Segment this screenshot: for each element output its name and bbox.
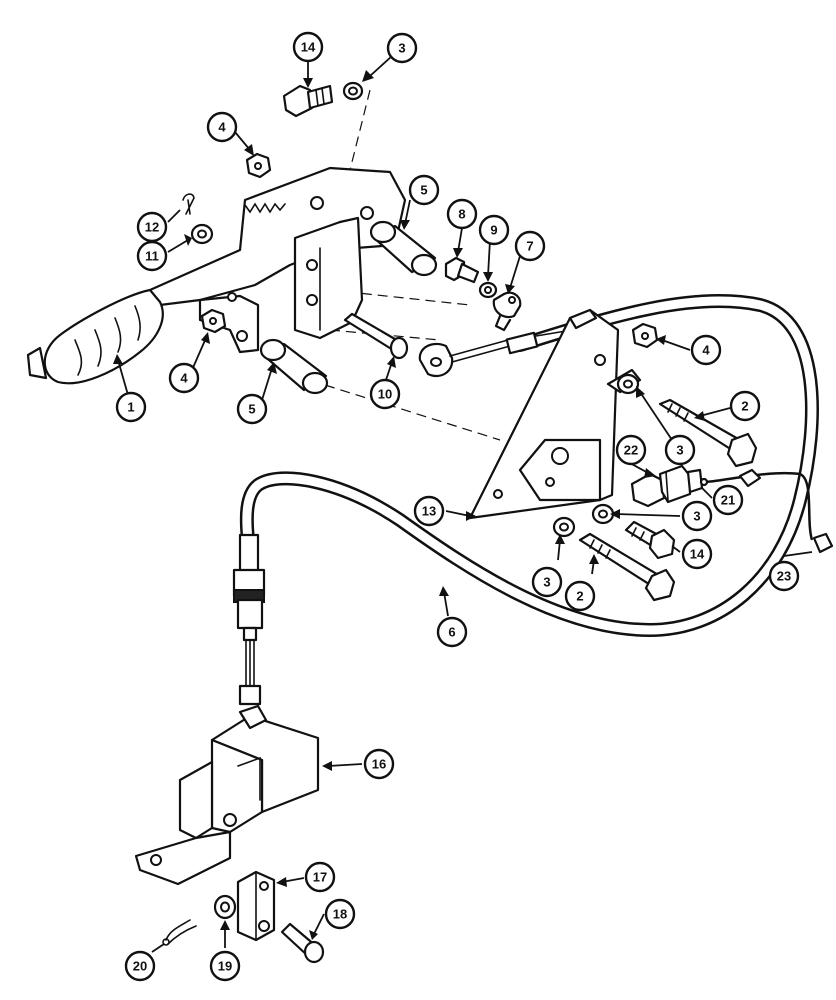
callout-1: 1	[115, 391, 147, 423]
callout-16: 16	[363, 748, 395, 780]
callout-18: 18	[324, 898, 356, 930]
svg-text:17: 17	[313, 870, 327, 885]
callout-2-upper: 2	[729, 390, 761, 422]
svg-text:4: 4	[218, 120, 226, 135]
callout-5-upper: 5	[408, 174, 440, 206]
washer-small	[478, 281, 498, 299]
bolt-top	[282, 84, 334, 118]
callout-4-left: 4	[168, 362, 200, 394]
nut-right	[631, 322, 659, 349]
svg-text:2: 2	[576, 589, 583, 604]
callout-13: 13	[413, 495, 445, 527]
callout-6: 6	[436, 616, 468, 648]
callout-11: 11	[136, 240, 168, 272]
bolt-small	[444, 256, 480, 284]
svg-text:6: 6	[448, 625, 455, 640]
washer-plate-upper	[616, 373, 640, 395]
svg-text:12: 12	[145, 220, 159, 235]
svg-text:14: 14	[690, 547, 705, 562]
bolt-switch	[624, 520, 676, 560]
cable-mount-bracket	[134, 704, 320, 886]
svg-text:3: 3	[543, 575, 550, 590]
washer-lower	[213, 894, 237, 920]
washer-plate-mid	[591, 503, 615, 525]
callout-21: 21	[712, 484, 744, 516]
callout-8: 8	[446, 198, 478, 230]
washer-top	[342, 81, 364, 101]
svg-text:5: 5	[420, 183, 427, 198]
brake-cable	[239, 293, 819, 637]
svg-text:3: 3	[398, 41, 405, 56]
callout-2-lower: 2	[564, 580, 596, 612]
cable-lower-fitting	[232, 533, 266, 706]
svg-text:20: 20	[133, 959, 147, 974]
callout-4-right: 4	[690, 334, 722, 366]
washer-upper-left	[190, 223, 214, 245]
callout-23: 23	[768, 560, 800, 592]
clevis-block	[236, 870, 276, 942]
callout-14-lower: 14	[681, 538, 713, 570]
cable-rod-end	[418, 329, 573, 378]
bushing-upper	[369, 220, 438, 277]
bushing-lower	[259, 338, 329, 395]
mounting-plate	[468, 308, 642, 520]
svg-text:3: 3	[693, 509, 700, 524]
callout-12: 12	[136, 211, 168, 243]
svg-text:2: 2	[741, 399, 748, 414]
nut-top	[245, 152, 272, 179]
svg-text:13: 13	[422, 504, 436, 519]
svg-text:14: 14	[301, 40, 316, 55]
cotter-pin-upper	[182, 193, 195, 215]
svg-text:21: 21	[721, 493, 735, 508]
callout-3-lower: 3	[531, 566, 563, 598]
clevis-pin-lower	[280, 922, 325, 964]
svg-text:8: 8	[458, 207, 465, 222]
svg-text:4: 4	[702, 343, 710, 358]
nut-left	[200, 308, 227, 334]
svg-text:4: 4	[180, 371, 188, 386]
svg-text:1: 1	[127, 400, 134, 415]
callout-3-right: 3	[664, 434, 696, 466]
svg-text:16: 16	[372, 757, 386, 772]
bolt-long-lower	[578, 532, 676, 602]
svg-text:7: 7	[526, 239, 533, 254]
hand-brake-lever	[26, 166, 407, 385]
svg-text:10: 10	[378, 387, 392, 402]
lever-bracket	[293, 216, 364, 340]
callout-4-top: 4	[206, 111, 238, 143]
clevis-pin	[343, 312, 409, 360]
svg-text:3: 3	[676, 443, 683, 458]
leader-lines	[113, 55, 813, 953]
svg-text:11: 11	[145, 249, 159, 264]
callout-14-top: 14	[292, 31, 324, 63]
callout-3-mid: 3	[681, 500, 713, 532]
callout-17: 17	[304, 861, 336, 893]
svg-text:5: 5	[248, 402, 255, 417]
callout-22: 22	[615, 434, 647, 466]
svg-text:22: 22	[624, 443, 638, 458]
callout-20: 20	[124, 950, 156, 982]
bolt-long-upper	[658, 398, 758, 468]
svg-text:18: 18	[333, 907, 347, 922]
svg-text:23: 23	[777, 569, 791, 584]
switch-wiring	[705, 468, 834, 554]
callout-10: 10	[369, 378, 401, 410]
cotter-pin-lower	[162, 919, 197, 946]
callouts: 14 3 4 12 11 5 8 9 7 1 4 5 10 4 2 3 22 2…	[115, 31, 800, 982]
callout-7: 7	[514, 230, 546, 262]
callout-9: 9	[478, 214, 510, 246]
washer-plate-lower	[552, 516, 576, 538]
callout-5-lower: 5	[236, 393, 268, 425]
callout-19: 19	[209, 950, 241, 982]
callout-3-top: 3	[386, 32, 418, 64]
svg-text:19: 19	[218, 959, 232, 974]
cable-clip	[492, 291, 522, 332]
brake-switch	[630, 464, 709, 508]
svg-text:9: 9	[490, 223, 497, 238]
